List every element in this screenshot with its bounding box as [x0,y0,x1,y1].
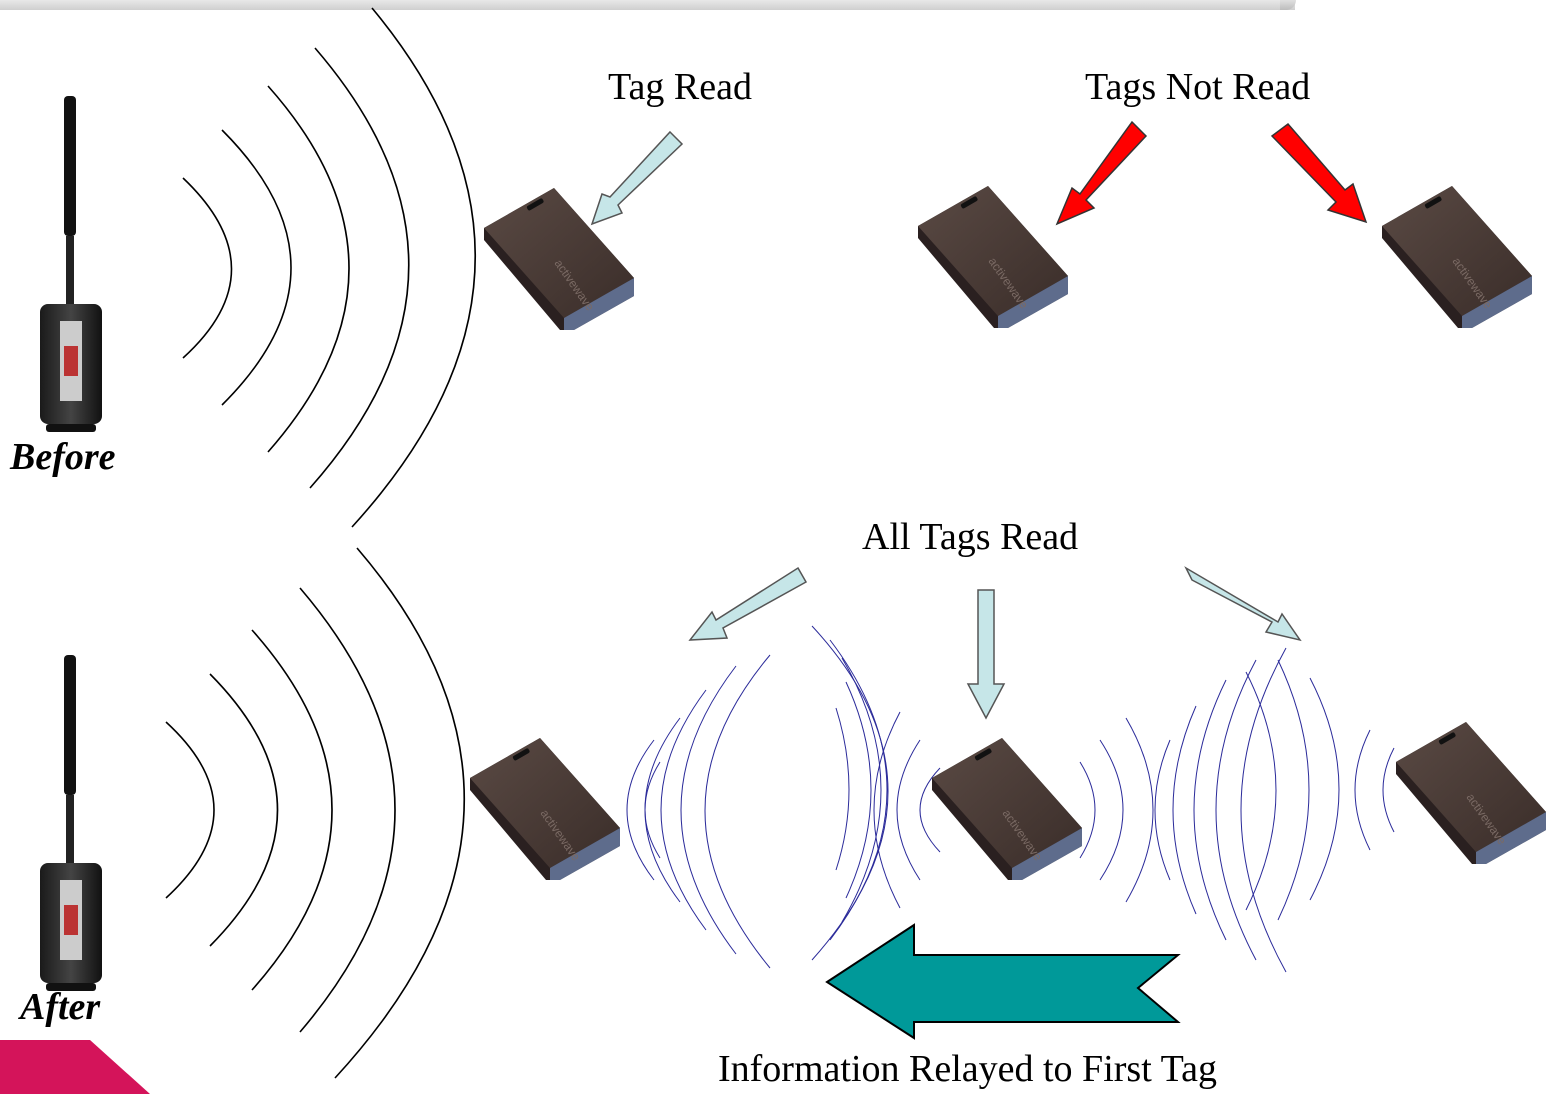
after-label: After [20,986,101,1028]
all-tags-read-label: All Tags Read [862,516,1079,558]
before-label: Before [10,436,116,478]
tag-read-label: Tag Read [608,66,753,108]
all-read-arrow-middle-icon [966,589,1006,720]
not-read-arrow-right-icon [1270,122,1368,224]
rfid-tag-icon-after-2 [932,738,1082,880]
tag-relay-wave-icon [626,625,1395,973]
tag-read-arrow-icon [590,130,684,226]
rfid-tag-icon-unread-1 [918,186,1068,328]
rfid-tag-icon-after-1 [470,738,620,880]
rfid-reader-icon-before [40,96,102,432]
not-read-arrow-left-icon [1055,120,1148,226]
radio-wave-icon-after [165,547,465,1079]
rfid-reader-icon-after [40,655,102,991]
top-header-bar-cap [1280,0,1296,10]
all-read-arrow-left-icon [688,566,808,641]
all-read-arrow-right-icon [1184,566,1302,642]
rfid-tag-icon-unread-2 [1382,186,1532,328]
relay-label: Information Relayed to First Tag [718,1048,1217,1090]
relay-arrow-icon [825,923,1181,1040]
corner-accent-logo [0,1040,150,1094]
top-header-bar [0,0,1295,10]
tags-not-read-label: Tags Not Read [1085,66,1311,108]
rfid-tag-icon-after-3 [1396,722,1546,864]
radio-wave-icon-before [182,7,476,528]
